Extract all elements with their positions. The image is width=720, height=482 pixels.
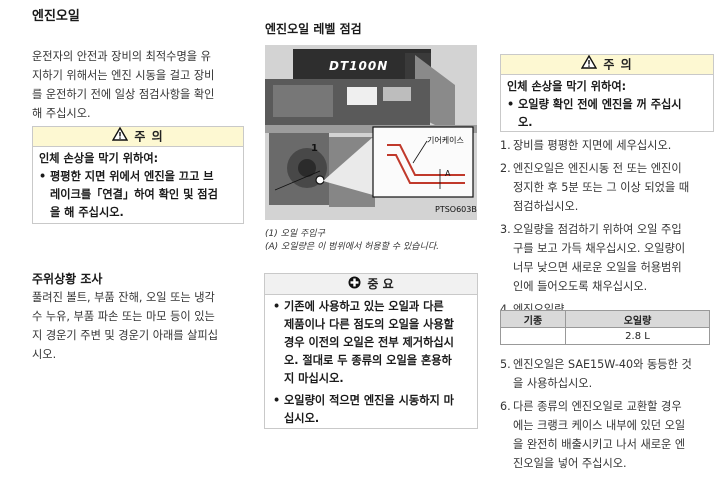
caution-line: 오. xyxy=(518,116,533,129)
section-paragraph: 풀려진 볼트, 부품 잔해, 오일 또는 냉각 수 누유, 부품 파손 또는 마… xyxy=(32,288,247,364)
step-line: 을 완전히 배출시키고 나서 새로운 엔 xyxy=(513,438,686,451)
caution-line: 레이크를「연결」하여 확인 및 점검 xyxy=(50,188,218,201)
warning-triangle-icon xyxy=(112,126,129,147)
caution-header: 주 의 xyxy=(501,54,713,75)
step-number: 1. xyxy=(500,139,511,152)
steps-list: 1. 장비를 평평한 지면에 세우십시오. 2. 엔진오일은 엔진시동 전 또는… xyxy=(500,136,715,323)
important-line: 경우 이전의 오일은 전부 제거하십시 xyxy=(284,336,454,349)
caution-line: 을 해 주십시오. xyxy=(50,206,124,219)
step-item: 5. 엔진오일은 SAE15W-40와 동등한 것 을 사용하십시오. xyxy=(500,355,715,393)
step-item: 6. 다른 종류의 엔진오일로 교환할 경우 에는 크랭크 케이스 내부에 있던… xyxy=(500,397,715,473)
step-item: 2. 엔진오일은 엔진시동 전 또는 엔진이 정지한 후 5분 또는 그 이상 … xyxy=(500,159,715,216)
caution-header: 주 의 xyxy=(33,126,243,147)
intro-line: 를 운전하기 전에 일상 점검사항을 확인 xyxy=(32,88,215,101)
important-line: 제품이나 다른 점도의 오일을 사용할 xyxy=(284,318,454,331)
section-title: 주위상황 조사 xyxy=(32,272,103,286)
step-line: 다른 종류의 엔진오일로 교환할 경우 xyxy=(513,400,682,413)
intro-line: 운전자의 안전과 장비의 최적수명을 유 xyxy=(32,50,211,63)
important-line: 지 마십시오. xyxy=(284,372,344,385)
step-line: 구를 보고 가득 채우십시오. 오일량이 xyxy=(513,242,686,255)
step-line: 인에 들어오도록 채우십시오. xyxy=(513,280,648,293)
step-line: 점검하십시오. xyxy=(513,200,579,213)
important-bullet: 오일량이 적으면 엔진을 시동하지 마 십시오. xyxy=(273,392,469,428)
caution-heading: 인체 손상을 막기 위하여: xyxy=(39,152,159,165)
table-cell-capacity: 2.8 L xyxy=(565,327,710,345)
step-number: 6. xyxy=(500,400,511,413)
important-icon xyxy=(348,275,361,295)
warning-triangle-icon xyxy=(581,54,598,75)
caution-line: 오일량 확인 전에 엔진을 꺼 주십시 xyxy=(518,98,682,111)
step-line: 너무 낮으면 새로운 오일을 허용범위 xyxy=(513,261,682,274)
caption-line: (1) 오일 주입구 xyxy=(265,229,325,239)
caution-box-right: 주 의 인체 손상을 막기 위하여: 오일량 확인 전에 엔진을 꺼 주십시 오… xyxy=(500,54,714,132)
table-header-model: 기종 xyxy=(500,310,566,328)
table-row: 2.8 L xyxy=(500,327,710,345)
caution-heading: 인체 손상을 막기 위하여: xyxy=(507,80,627,93)
important-line: 십시오. xyxy=(284,412,320,425)
step-line: 진오일을 넣어 주십시오. xyxy=(513,457,627,470)
caution-bullet: 평평한 지면 위에서 엔진을 끄고 브 레이크를「연결」하여 확인 및 점검 을… xyxy=(39,168,237,222)
step-line: 을 사용하십시오. xyxy=(513,377,593,390)
step-number: 4. xyxy=(500,303,511,316)
step-line: 오일량을 점검하기 위하여 오일 주입 xyxy=(513,223,682,236)
important-line: 오. 절대로 두 종류의 오일을 혼용하 xyxy=(284,354,452,367)
page-title: 엔진오일 xyxy=(32,9,80,24)
intro-paragraph: 운전자의 안전과 장비의 최적수명을 유 지하기 위해서는 엔진 시동을 걸고 … xyxy=(32,47,247,123)
engine-illustration xyxy=(265,45,477,220)
caption-line: (A) 오일량은 이 범위에서 허용할 수 있습니다. xyxy=(265,242,439,252)
step-number: 2. xyxy=(500,162,511,175)
marker-a: A xyxy=(445,169,451,178)
figure-code: PTSO603B xyxy=(435,205,477,214)
section-line: 풀려진 볼트, 부품 잔해, 오일 또는 냉각 xyxy=(32,291,215,304)
caution-bullet: 오일량 확인 전에 엔진을 꺼 주십시 오. xyxy=(507,96,707,132)
oil-capacity-table: 기종 오일량 2.8 L xyxy=(500,310,710,345)
table-cell-model xyxy=(500,327,566,345)
caution-box-left: 주 의 인체 손상을 막기 위하여: 평평한 지면 위에서 엔진을 끄고 브 레… xyxy=(32,126,244,224)
section-title-oil-level: 엔진오일 레벨 점검 xyxy=(265,22,362,36)
engine-figure: DT100N 기어케이스 1 A PTSO603B xyxy=(265,45,477,220)
table-header-capacity: 오일량 xyxy=(565,310,710,328)
step-line: 에는 크랭크 케이스 내부에 있던 오일 xyxy=(513,419,686,432)
section-line: 시오. xyxy=(32,348,57,361)
model-label: DT100N xyxy=(329,59,389,73)
caution-label: 주 의 xyxy=(603,57,633,72)
steps-list-continued: 5. 엔진오일은 SAE15W-40와 동등한 것 을 사용하십시오. 6. 다… xyxy=(500,355,715,477)
callout-label: 기어케이스 xyxy=(427,136,464,145)
intro-line: 해 주십시오. xyxy=(32,107,91,120)
figure-captions: (1) 오일 주입구 (A) 오일량은 이 범위에서 허용할 수 있습니다. xyxy=(265,228,439,254)
caution-line: 평평한 지면 위에서 엔진을 끄고 브 xyxy=(50,170,214,183)
intro-line: 지하기 위해서는 엔진 시동을 걸고 장비 xyxy=(32,69,215,82)
important-line: 기존에 사용하고 있는 오일과 다른 xyxy=(284,300,444,313)
section-line: 지 경운기 주변 및 경운기 아래를 살피십 xyxy=(32,329,219,342)
important-box: 중 요 기존에 사용하고 있는 오일과 다른 제품이나 다른 점도의 오일을 사… xyxy=(264,273,478,429)
step-line: 정지한 후 5분 또는 그 이상 되었을 때 xyxy=(513,181,690,194)
step-item: 1. 장비를 평평한 지면에 세우십시오. xyxy=(500,136,715,155)
important-line: 오일량이 적으면 엔진을 시동하지 마 xyxy=(284,394,454,407)
step-line: 엔진오일은 엔진시동 전 또는 엔진이 xyxy=(513,162,682,175)
marker-1: 1 xyxy=(311,143,318,154)
caution-label: 주 의 xyxy=(134,129,164,144)
important-header: 중 요 xyxy=(265,274,477,295)
important-bullet: 기존에 사용하고 있는 오일과 다른 제품이나 다른 점도의 오일을 사용할 경… xyxy=(273,298,469,388)
step-item: 3. 오일량을 점검하기 위하여 오일 주입 구를 보고 가득 채우십시오. 오… xyxy=(500,220,715,296)
step-number: 5. xyxy=(500,358,511,371)
step-line: 엔진오일은 SAE15W-40와 동등한 것 xyxy=(513,358,692,371)
step-number: 3. xyxy=(500,223,511,236)
step-line: 장비를 평평한 지면에 세우십시오. xyxy=(513,139,672,152)
important-label: 중 요 xyxy=(367,277,394,291)
section-line: 수 누유, 부품 파손 또는 마모 등이 있는 xyxy=(32,310,215,323)
